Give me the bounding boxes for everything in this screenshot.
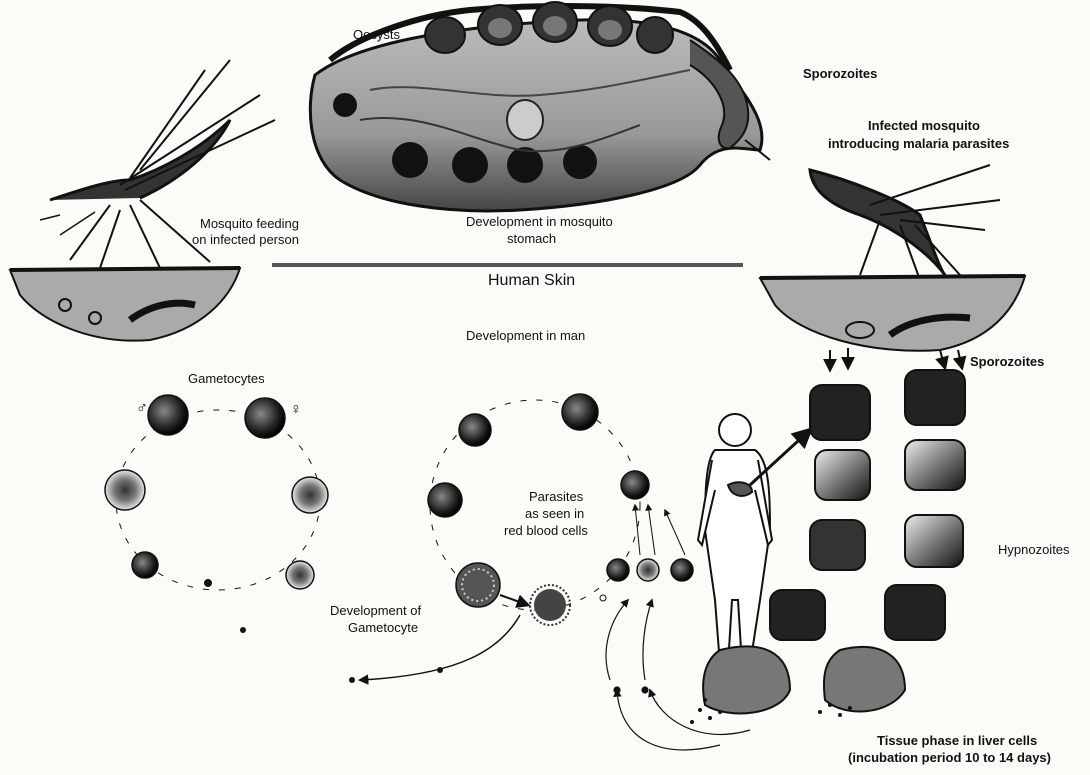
human-skin-label: Human Skin bbox=[488, 273, 575, 289]
infected-mosquito-illustration bbox=[810, 165, 1000, 280]
gametocyte-cycle bbox=[105, 395, 328, 590]
right-skin-section bbox=[760, 276, 1025, 351]
oocysts-label: Oocysts bbox=[353, 27, 400, 43]
sporozoites-top-label: Sporozoites bbox=[803, 66, 877, 82]
tissue-phase-label-line1: Tissue phase in liver cells bbox=[877, 733, 1037, 749]
infected-mosquito-label-line2: introducing malaria parasites bbox=[828, 136, 1009, 152]
infected-mosquito-label-line1: Infected mosquito bbox=[868, 118, 980, 134]
male-symbol: ♂ bbox=[136, 401, 148, 417]
left-skin-section bbox=[10, 268, 240, 341]
development-of-gametocyte-label-line1: Development of bbox=[330, 603, 421, 619]
mosquito-feeding-label-line1: Mosquito feeding bbox=[200, 216, 299, 232]
parasites-label-line2: as seen in bbox=[525, 506, 584, 522]
sporozoites-right-label: Sporozoites bbox=[970, 354, 1044, 370]
tissue-phase-label-line2: (incubation period 10 to 14 days) bbox=[848, 750, 1051, 766]
development-in-mosquito-label-line2: stomach bbox=[507, 231, 556, 247]
female-symbol: ♀ bbox=[290, 402, 302, 418]
sporozoite-entry-arrows bbox=[830, 348, 962, 370]
hypnozoites-label: Hypnozoites bbox=[998, 542, 1070, 558]
mosquito-feeding-label-line2: on infected person bbox=[192, 232, 299, 248]
gametocytes-label: Gametocytes bbox=[188, 371, 265, 387]
parasites-label-line3: red blood cells bbox=[504, 523, 588, 539]
development-of-gametocyte-label-line2: Gametocyte bbox=[348, 620, 418, 636]
parasites-label-line1: Parasites bbox=[529, 489, 583, 505]
development-in-man-label: Development in man bbox=[466, 328, 585, 344]
development-in-mosquito-label-line1: Development in mosquito bbox=[466, 214, 613, 230]
